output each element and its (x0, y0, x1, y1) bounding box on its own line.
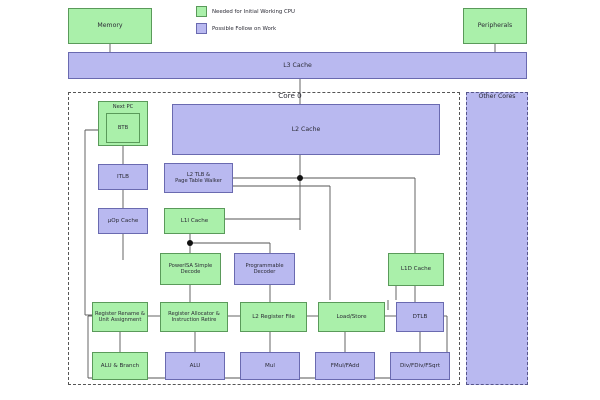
block-btb[interactable]: BTB (106, 113, 140, 143)
block-fmul-fadd[interactable]: FMul/FAdd (315, 352, 375, 380)
legend-swatch-purple (196, 23, 207, 34)
legend-label-green: Needed for Initial Working CPU (212, 8, 295, 15)
block-l2-tlb-page-table-walker[interactable]: L2 TLB & Page Table Walker (164, 163, 233, 193)
block-memory[interactable]: Memory (68, 8, 152, 44)
block-div-fdiv-fsqrt[interactable]: Div/FDiv/FSqrt (390, 352, 450, 380)
block-alu-branch[interactable]: ALU & Branch (92, 352, 148, 380)
block-dtlb[interactable]: DTLB (396, 302, 444, 332)
block-alu[interactable]: ALU (165, 352, 225, 380)
block-peripherals[interactable]: Peripherals (463, 8, 527, 44)
legend-item-purple: Possible Follow on Work (196, 23, 276, 34)
block-register-allocator[interactable]: Register Allocator & Instruction Retire (160, 302, 228, 332)
other-cores-label: Other Cores (478, 93, 516, 100)
legend-item-green: Needed for Initial Working CPU (196, 6, 295, 17)
block-l3-cache[interactable]: L3 Cache (68, 52, 527, 79)
block-l1d-cache[interactable]: L1D Cache (388, 253, 444, 286)
block-itlb[interactable]: ITLB (98, 164, 148, 190)
block-mul[interactable]: Mul (240, 352, 300, 380)
core-title: Core 0 (278, 91, 302, 100)
block-load-store[interactable]: Load/Store (318, 302, 385, 332)
core-boundary (68, 92, 460, 385)
legend-swatch-green (196, 6, 207, 17)
block-programmable-decoder[interactable]: Programmable Decoder (234, 253, 295, 285)
block-powerisa-simple-decode[interactable]: PowerISA Simple Decode (160, 253, 221, 285)
block-l1i-cache[interactable]: L1I Cache (164, 208, 225, 234)
block-register-rename[interactable]: Register Rename & Unit Assignment (92, 302, 148, 332)
block-uop-cache[interactable]: µOp Cache (98, 208, 148, 234)
block-l2-register-file[interactable]: L2 Register File (240, 302, 307, 332)
legend-label-purple: Possible Follow on Work (212, 25, 277, 32)
panel-other-cores[interactable] (466, 92, 528, 385)
block-l2-cache[interactable]: L2 Cache (172, 104, 440, 155)
